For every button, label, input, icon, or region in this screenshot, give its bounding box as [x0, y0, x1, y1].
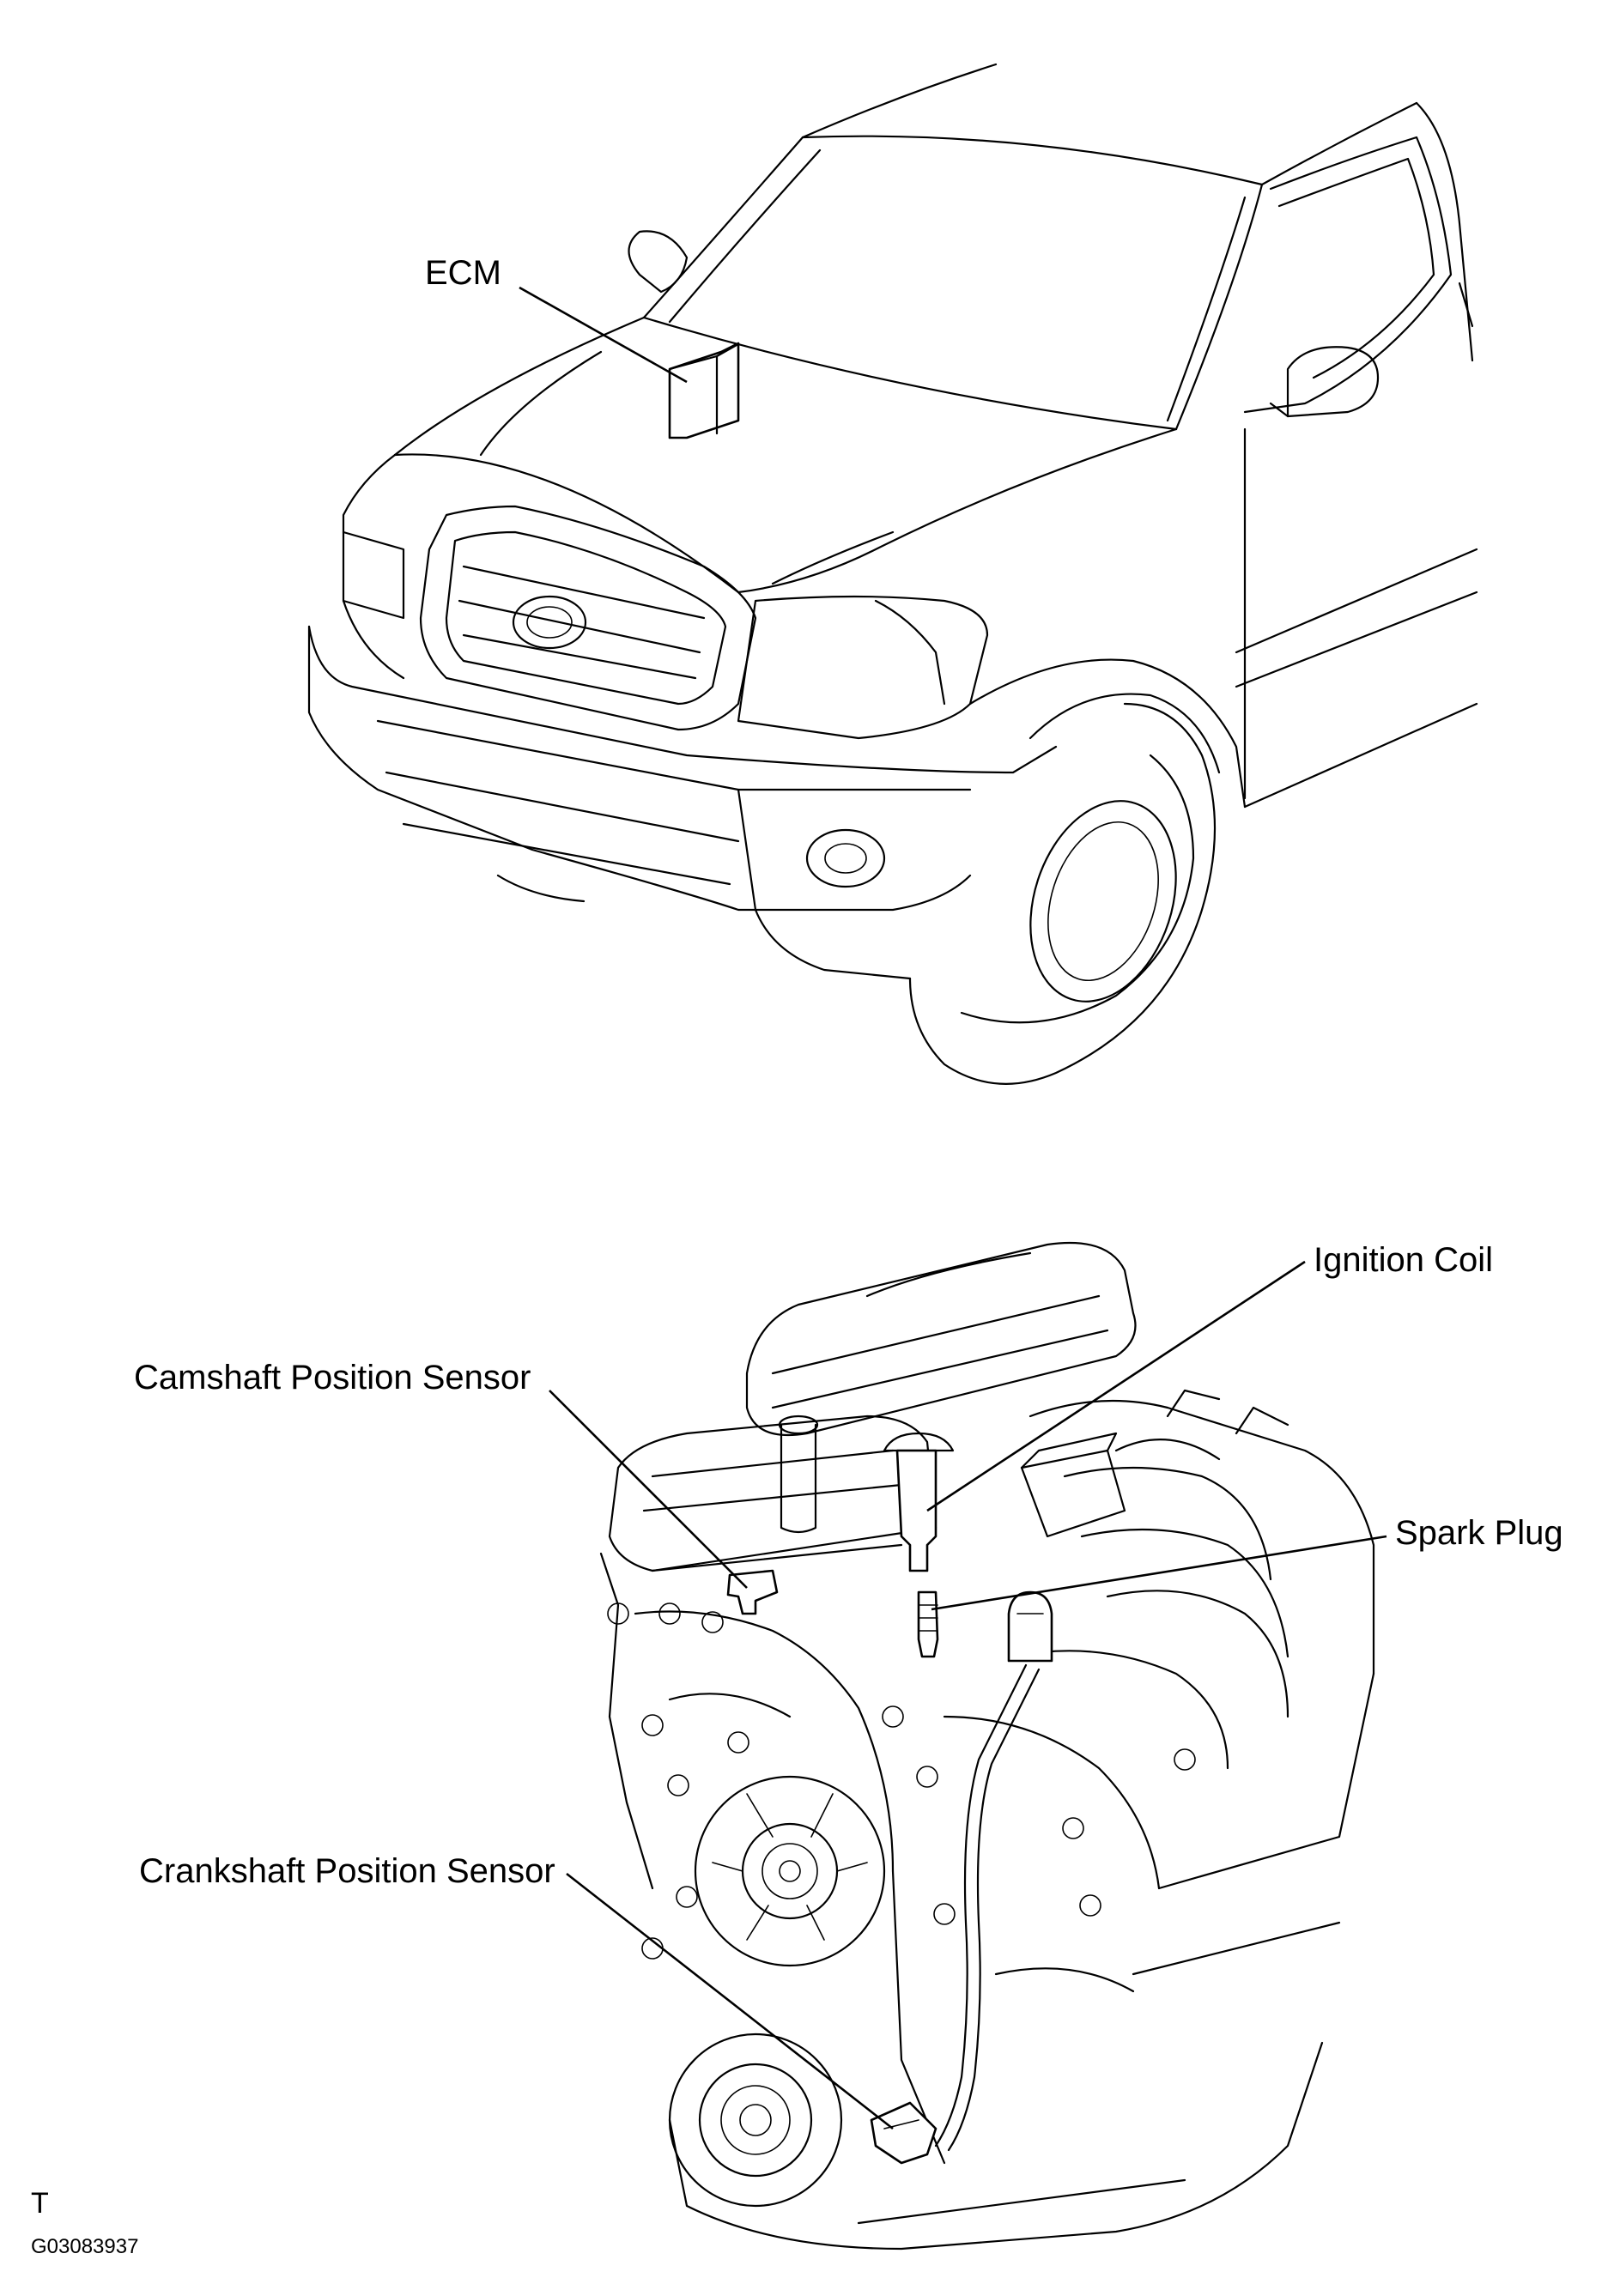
camshaft-sensor-leader-line	[549, 1390, 748, 1589]
spark-plug-label: Spark Plug	[1395, 1514, 1563, 1552]
spark-plug-leader-line	[931, 1535, 1387, 1611]
crankshaft-sensor-label: Crankshaft Position Sensor	[139, 1852, 555, 1890]
ignition-coil-leader-line	[926, 1260, 1306, 1512]
ecm-label: ECM	[425, 254, 501, 292]
ecm-leader-line	[519, 286, 688, 384]
ignition-coil-label: Ignition Coil	[1314, 1241, 1494, 1279]
crankshaft-sensor-leader-line	[566, 1872, 894, 2130]
camshaft-sensor-label: Camshaft Position Sensor	[134, 1359, 531, 1396]
engine-illustration	[599, 1241, 1375, 2251]
orientation-mark: T	[31, 2187, 49, 2220]
truck-illustration	[307, 63, 1478, 1085]
figure-code: G03083937	[31, 2235, 139, 2258]
